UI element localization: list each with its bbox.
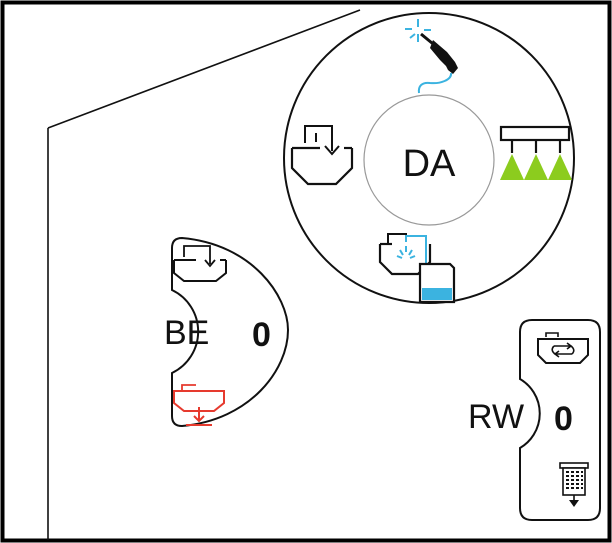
tank-circulation-icon[interactable] [537,332,589,364]
tank-fill-icon[interactable] [173,245,227,282]
be-panel-label: BE [164,314,209,352]
da-dial-inner-ring [363,94,495,226]
da-dial-label: DA [403,143,456,185]
tank-drain-icon[interactable] [173,384,225,426]
be-panel-outline [171,236,290,428]
filter-icon[interactable] [559,462,589,507]
machine-outline [47,9,361,540]
da-dial[interactable]: DA [283,12,575,304]
be-panel-value: 0 [252,316,271,354]
tank-rinse-icon[interactable] [378,233,456,304]
tank-fill-icon[interactable] [290,125,354,186]
spray-gun-icon[interactable] [405,19,458,94]
boom-sprayer-icon[interactable] [499,125,572,180]
be-panel[interactable]: BE 0 [164,236,290,428]
rw-panel-value: 0 [554,400,573,438]
rw-panel-label: RW [468,398,524,436]
